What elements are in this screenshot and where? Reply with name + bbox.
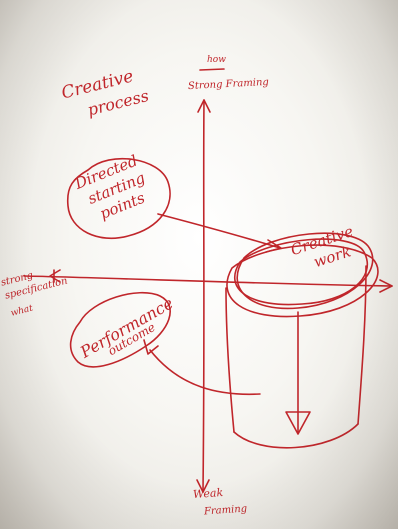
cylinder-base bbox=[233, 423, 359, 449]
cylinder-left bbox=[225, 287, 235, 433]
performance-blob bbox=[69, 291, 171, 368]
horizontal-axis-arrowhead-left bbox=[49, 269, 61, 283]
creative-ellipse-3 bbox=[226, 244, 379, 318]
arrow-directed-to-creative bbox=[157, 213, 281, 249]
axis-top-small-label: how bbox=[207, 55, 226, 65]
axis-bottom-label-line-1: Weak bbox=[192, 485, 224, 502]
directed-blob bbox=[66, 157, 171, 240]
cylinder-right bbox=[357, 265, 367, 425]
vertical-axis-arrowhead-bottom bbox=[196, 479, 210, 493]
vertical-axis-arrowhead-top bbox=[197, 99, 211, 113]
creative-ellipse-2 bbox=[233, 238, 369, 306]
horizontal-axis bbox=[23, 275, 393, 287]
vertical-axis bbox=[202, 99, 205, 493]
curve-to-performance bbox=[149, 349, 261, 396]
horizontal-axis-arrowhead-right bbox=[379, 279, 393, 293]
